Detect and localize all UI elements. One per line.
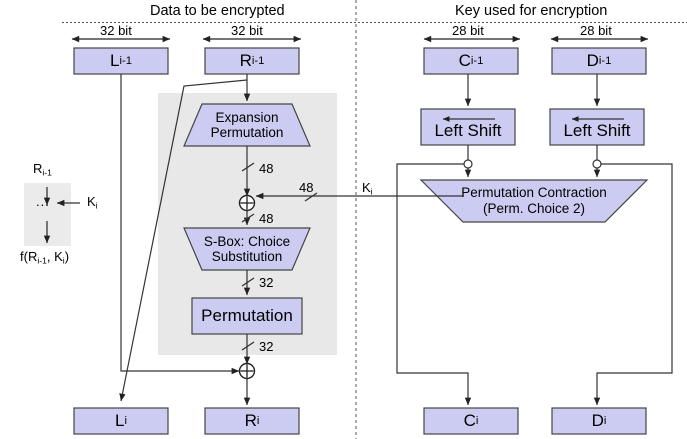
label-bits-left-half: 32 bit	[100, 23, 132, 38]
register-r-next	[204, 407, 300, 435]
reg-c-prev-sub: i-1	[470, 55, 484, 67]
label-left-shift-d: Left Shift	[563, 120, 631, 140]
reg-c-next-sub: i	[475, 415, 479, 427]
legend-label-key: Ki	[87, 194, 98, 210]
label-left-shift-c: Left Shift	[434, 120, 502, 140]
reg-r-next-base: R	[244, 411, 257, 430]
register-r-prev	[204, 47, 300, 75]
label-wire-sbox-out: 32	[259, 275, 274, 290]
reg-d-prev-base: D	[586, 51, 599, 70]
reg-d-prev-sub: i-1	[598, 55, 612, 67]
pc2-line-1: Permutation Contraction	[461, 185, 607, 200]
label-expansion-permutation: Expansion Permutation	[184, 104, 310, 146]
reg-d-next-sub: i	[603, 415, 607, 427]
legend-input-sub: i-1	[42, 167, 52, 178]
label-bits-key-c: 28 bit	[452, 23, 484, 38]
wire-c-branch-to-cnext	[396, 163, 472, 406]
register-c-next	[423, 407, 519, 435]
label-permutation: Permutation	[201, 306, 293, 325]
subkey-sub: i	[370, 186, 373, 197]
legend-output-sub2: i	[62, 255, 65, 266]
label-bits-key-d: 28 bit	[580, 23, 612, 38]
label-permutation-contraction: Permutation Contraction (Perm. Choice 2)	[421, 181, 647, 221]
header-key-section: Key used for encryption	[455, 3, 608, 19]
reg-r-prev-base: R	[239, 51, 252, 70]
reg-l-prev-base: L	[110, 51, 120, 70]
expansion-line-1: Expansion	[215, 110, 279, 125]
wire-d-branch-to-dnext	[593, 163, 673, 406]
legend-output-end: )	[64, 249, 70, 264]
label-subkey: Ki	[362, 180, 373, 196]
block-expansion-permutation	[183, 103, 311, 147]
reg-c-next-base: C	[463, 411, 476, 430]
label-wire-xor-out: 48	[259, 211, 274, 226]
label-wire-key-in: 48	[299, 180, 314, 195]
register-c-prev	[423, 47, 519, 75]
legend-output-base: f(R	[20, 249, 38, 264]
legend-dots: ...	[36, 194, 50, 209]
legend-key-base: K	[87, 194, 96, 209]
pc2-line-2: (Perm. Choice 2)	[482, 201, 586, 216]
block-permutation	[191, 297, 303, 335]
bitwidth-ticks	[241, 162, 318, 351]
register-d-next	[551, 407, 647, 435]
legend-label-output: f(Ri-1, Ki)	[20, 249, 69, 265]
wire-lprev-to-xor2	[120, 74, 240, 375]
sbox-line-1: S-Box: Choice	[203, 234, 291, 249]
legend-input-base: R	[33, 161, 43, 176]
sbox-line-2: Substitution	[211, 249, 283, 264]
legend-label-input: Ri-1	[33, 161, 52, 177]
legend-output-mid: , K	[46, 249, 63, 264]
reg-l-prev-sub: i-1	[119, 55, 132, 67]
junction-d	[592, 159, 602, 169]
label-wire-permutation-out: 32	[259, 339, 274, 354]
register-l-prev	[73, 47, 169, 75]
reg-l-next-sub: i	[124, 415, 127, 427]
header-data-section: Data to be encrypted	[150, 3, 285, 19]
reg-r-prev-sub: i-1	[251, 55, 265, 67]
label-wire-expansion-out: 48	[259, 161, 274, 176]
reg-d-next-base: D	[591, 411, 604, 430]
expansion-line-2: Permutation	[210, 125, 284, 140]
register-d-prev	[551, 47, 647, 75]
legend-output-sub1: i-1	[37, 255, 47, 266]
block-permutation-contraction	[419, 179, 649, 223]
block-sbox-substitution	[183, 227, 311, 271]
label-bits-right-half: 32 bit	[231, 23, 263, 38]
reg-c-prev-base: C	[458, 51, 471, 70]
junction-c	[463, 159, 473, 169]
reg-l-next-base: L	[115, 411, 125, 430]
xor-gates	[238, 194, 256, 380]
wire-rprev-crossover-to-lnext	[119, 79, 248, 402]
reg-r-next-sub: i	[256, 415, 260, 427]
label-sbox-substitution: S-Box: Choice Substitution	[184, 228, 310, 270]
legend-key-sub: i	[95, 200, 98, 211]
register-l-next	[73, 407, 169, 435]
subkey-base: K	[362, 180, 371, 195]
